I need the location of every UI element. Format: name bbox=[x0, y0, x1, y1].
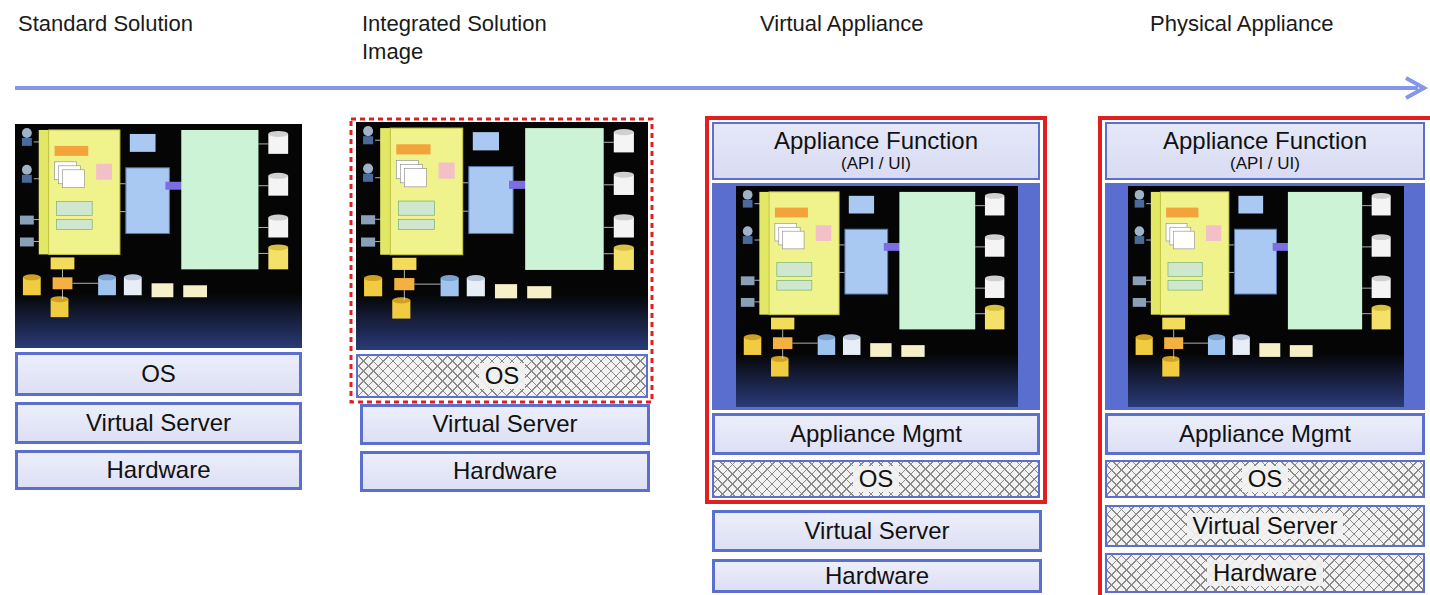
layer-box: Hardware bbox=[1105, 553, 1425, 593]
image-frame bbox=[351, 119, 652, 402]
layer-label: Virtual Server bbox=[805, 518, 950, 544]
layer-label: OS bbox=[479, 363, 526, 389]
layer-box: Hardware bbox=[360, 451, 650, 492]
layer-box: Hardware bbox=[712, 559, 1042, 593]
function-box: Appliance Function(API / UI) bbox=[712, 122, 1040, 180]
layer-box: Virtual Server bbox=[1105, 505, 1425, 547]
layer-label: Virtual Server bbox=[1187, 513, 1344, 539]
layer-box: OS bbox=[1105, 460, 1425, 498]
column-heading: Virtual Appliance bbox=[760, 10, 1080, 38]
layer-label: Hardware bbox=[1207, 560, 1323, 586]
layer-box: Virtual Server bbox=[712, 510, 1042, 552]
layer-sublabel: (API / UI) bbox=[841, 155, 911, 174]
layer-label: Virtual Server bbox=[86, 410, 231, 436]
layer-box: OS bbox=[712, 460, 1040, 498]
solution-screenshot bbox=[15, 124, 302, 348]
layer-label: OS bbox=[141, 361, 176, 387]
layer-box: Appliance Mgmt bbox=[712, 413, 1040, 455]
layer-box: Appliance Mgmt bbox=[1105, 413, 1425, 455]
function-box: Appliance Function(API / UI) bbox=[1105, 122, 1425, 180]
column-heading: Physical Appliance bbox=[1150, 10, 1420, 38]
layer-label: OS bbox=[853, 466, 900, 492]
solution-screenshot bbox=[356, 122, 648, 350]
column-heading: Integrated Solution Image bbox=[362, 10, 602, 66]
layer-label: Appliance Mgmt bbox=[790, 421, 962, 447]
layer-label: OS bbox=[1242, 466, 1289, 492]
layer-box: Virtual Server bbox=[360, 404, 650, 445]
solution-screenshot bbox=[1128, 186, 1404, 407]
solution-screenshot bbox=[736, 186, 1018, 407]
layer-sublabel: (API / UI) bbox=[1230, 155, 1300, 174]
layer-box: OS bbox=[15, 352, 302, 396]
layer-label: Appliance Function bbox=[774, 128, 978, 154]
appliance-frame bbox=[1100, 118, 1430, 595]
layer-label: Appliance Function bbox=[1163, 128, 1367, 154]
appliance-frame bbox=[707, 118, 1045, 502]
layer-label: Hardware bbox=[106, 457, 210, 483]
layer-label: Hardware bbox=[825, 563, 929, 589]
layer-label: Virtual Server bbox=[433, 411, 578, 437]
layer-label: Hardware bbox=[453, 458, 557, 484]
solution-arrow bbox=[15, 78, 1424, 98]
appliance-panel bbox=[712, 183, 1040, 410]
layer-box: OS bbox=[356, 354, 648, 398]
layer-box: Virtual Server bbox=[15, 402, 302, 444]
layer-label: Appliance Mgmt bbox=[1179, 421, 1351, 447]
column-heading: Standard Solution bbox=[18, 10, 318, 38]
layer-box: Hardware bbox=[15, 450, 302, 490]
appliance-panel bbox=[1105, 183, 1425, 410]
